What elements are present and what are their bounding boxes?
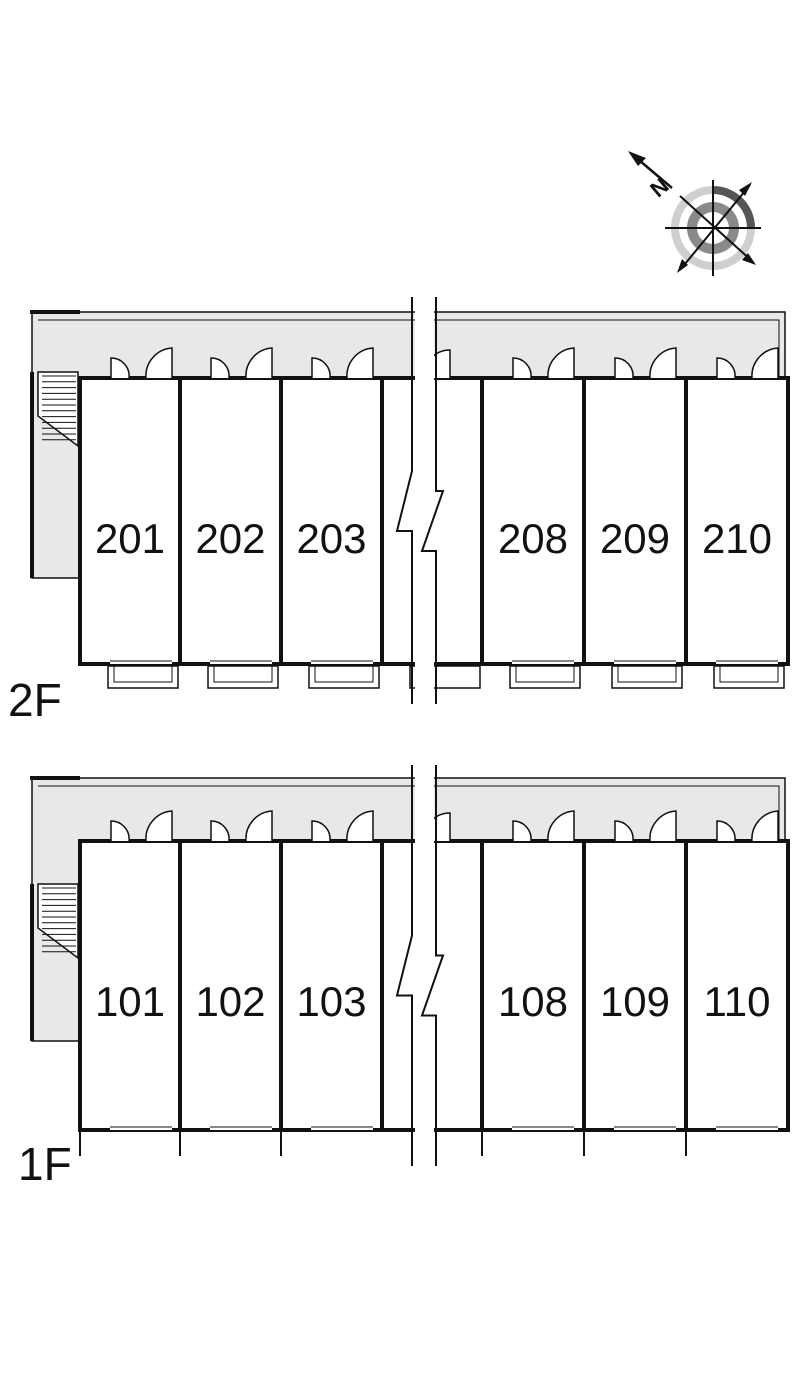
compass: N — [628, 151, 761, 276]
door-small — [311, 357, 331, 379]
balcony-inner — [113, 665, 173, 683]
door-small — [614, 357, 634, 379]
balcony-inner — [213, 665, 273, 683]
door-icon — [614, 810, 677, 842]
break-line-left — [395, 765, 413, 1166]
door-large — [346, 810, 374, 842]
unit-number: 103 — [296, 978, 366, 1025]
door-large — [245, 347, 273, 379]
unit-number: 110 — [704, 978, 771, 1025]
door-large — [751, 347, 779, 379]
door-icon — [110, 810, 173, 842]
unit-number: 102 — [195, 978, 265, 1025]
door-icon — [311, 347, 374, 379]
floor-label-1f: 1F — [18, 1138, 72, 1190]
compass-north-letter: N — [645, 173, 673, 202]
unit-outline — [178, 376, 283, 666]
door-icon — [716, 347, 779, 379]
door-icon — [512, 347, 575, 379]
break-line-right — [420, 297, 445, 704]
door-icon — [311, 810, 374, 842]
floor-1f-plan: 101 102 103 108 109 110 — [30, 765, 790, 1166]
unit-102: 102 — [178, 810, 283, 1156]
floor-2f-plan: 201 202 203 208 209 210 — [30, 297, 790, 704]
north-arrow-icon: N — [628, 151, 674, 202]
unit-outline — [582, 376, 688, 666]
door-large — [649, 810, 677, 842]
door-small — [210, 820, 230, 842]
balcony — [713, 665, 785, 689]
door-small — [512, 820, 532, 842]
unit-number: 108 — [498, 978, 568, 1025]
door-small — [716, 820, 736, 842]
door-icon — [210, 810, 273, 842]
door-icon — [716, 810, 779, 842]
door-large — [649, 347, 677, 379]
balcony-inner — [617, 665, 677, 683]
door-small — [614, 820, 634, 842]
unit-number: 210 — [702, 515, 772, 562]
unit-number: 203 — [296, 515, 366, 562]
break-line-right — [420, 765, 445, 1166]
corridor-railing — [38, 319, 780, 376]
door-small — [716, 357, 736, 379]
unit-outline — [684, 376, 790, 666]
floor-label-2f: 2F — [8, 674, 62, 726]
door-large — [145, 810, 173, 842]
plan-break-symbol — [395, 765, 445, 1166]
balcony — [308, 665, 380, 689]
break-line-left — [395, 297, 413, 704]
balcony-inner — [314, 665, 374, 683]
unit-outline — [582, 839, 688, 1132]
unit-outline — [684, 839, 790, 1132]
balcony-inner — [515, 665, 575, 683]
unit-101: 101 — [78, 810, 182, 1156]
door-large — [751, 810, 779, 842]
unit-201: 201 — [78, 347, 182, 689]
staircase — [37, 883, 79, 960]
door-small — [110, 357, 130, 379]
door-large — [346, 347, 374, 379]
unit-outline — [480, 839, 586, 1132]
unit-number: 208 — [498, 515, 568, 562]
break-gap — [397, 765, 443, 1166]
door-icon — [512, 810, 575, 842]
unit-108: 108 — [480, 810, 586, 1156]
corridor-railing — [38, 785, 780, 839]
unit-number: 109 — [600, 978, 670, 1025]
door-large — [547, 810, 575, 842]
balcony — [207, 665, 279, 689]
balcony — [611, 665, 683, 689]
door-small — [311, 820, 331, 842]
door-small — [110, 820, 130, 842]
unit-number: 202 — [195, 515, 265, 562]
balcony-inner — [719, 665, 779, 683]
door-large — [245, 810, 273, 842]
unit-outline — [78, 376, 182, 666]
unit-210: 210 — [684, 347, 790, 689]
door-large — [547, 347, 575, 379]
unit-209: 209 — [582, 347, 688, 689]
unit-208: 208 — [480, 347, 586, 689]
unit-203: 203 — [279, 347, 384, 689]
unit-202: 202 — [178, 347, 283, 689]
door-icon — [614, 347, 677, 379]
unit-number: 209 — [600, 515, 670, 562]
unit-number: 201 — [95, 515, 165, 562]
door-icon — [210, 347, 273, 379]
break-gap — [397, 297, 443, 704]
balcony — [509, 665, 581, 689]
door-small — [210, 357, 230, 379]
unit-109: 109 — [582, 810, 688, 1156]
unit-number: 101 — [95, 978, 165, 1025]
door-icon — [110, 347, 173, 379]
door-large — [145, 347, 173, 379]
unit-110: 110 — [684, 810, 790, 1156]
compass-rose-icon — [665, 180, 761, 276]
unit-103: 103 — [279, 810, 384, 1156]
plan-break-symbol — [395, 297, 445, 704]
balcony — [107, 665, 179, 689]
door-small — [512, 357, 532, 379]
